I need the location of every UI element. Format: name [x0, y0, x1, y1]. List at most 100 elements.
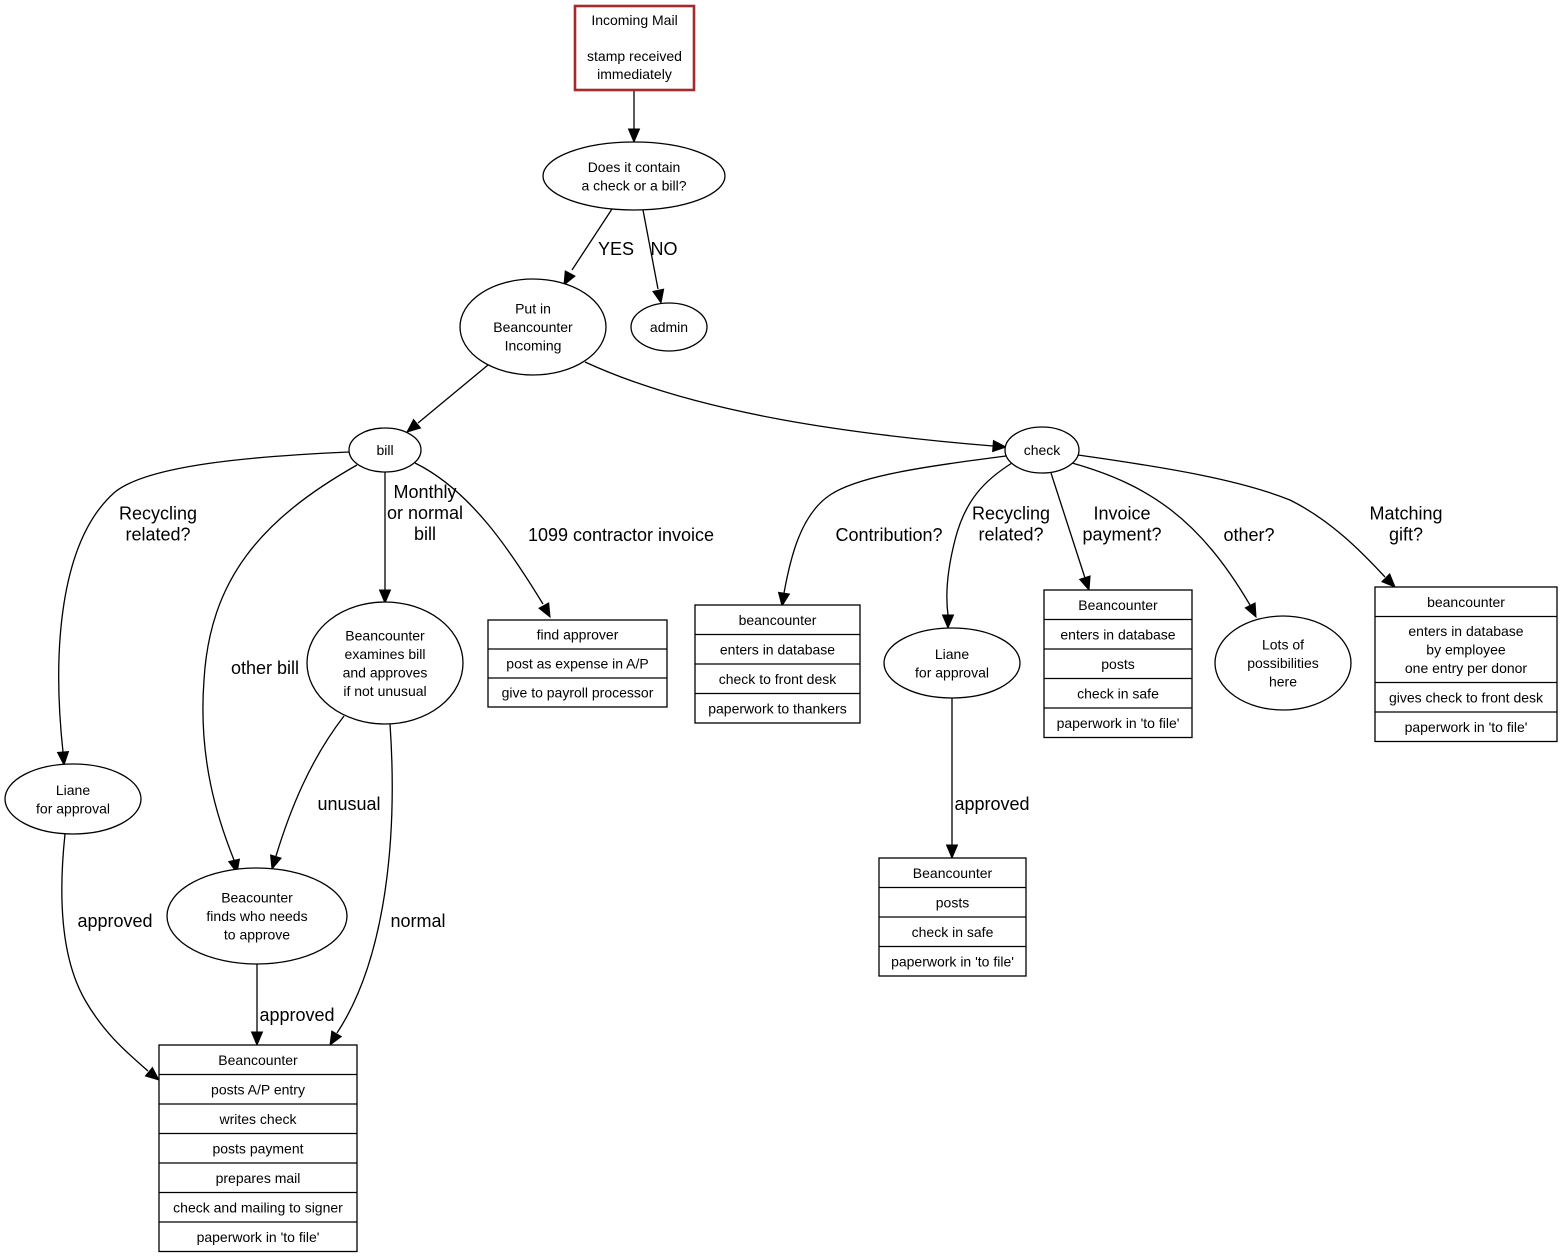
- arrowhead-icon: [1078, 575, 1091, 592]
- edge-examines-ap_record: normal: [329, 723, 446, 1047]
- edge-label: related?: [978, 525, 1043, 545]
- ellipse-node-shape: [459, 278, 607, 376]
- record-row-label: check in safe: [1077, 685, 1159, 701]
- node-examines[interactable]: Beancounter examines bill and approves if n…: [306, 601, 464, 725]
- node-liane-check[interactable]: Liane for approval: [883, 627, 1021, 699]
- ellipse-node-shape: [542, 141, 726, 211]
- node-label: examines bill: [345, 646, 426, 662]
- edge-line: [414, 462, 544, 605]
- ellipse-node-shape: [1004, 426, 1080, 474]
- edge-label: approved: [259, 1005, 334, 1025]
- edge-line: [642, 209, 659, 290]
- arrowhead-icon: [992, 439, 1008, 453]
- edge-label: approved: [954, 794, 1029, 814]
- edge-bill-finds: other bill: [202, 464, 358, 875]
- edge-label: NO: [651, 239, 678, 259]
- record-row-label: gives check to front desk: [1389, 689, 1544, 705]
- edge-line: [783, 455, 1007, 594]
- record-row-label: writes check: [218, 1111, 297, 1127]
- edge-label: Contribution?: [835, 525, 942, 545]
- node-label: if not unusual: [343, 683, 426, 699]
- edge-put_in-bill: [406, 364, 489, 433]
- record-row-label: one entry per donor: [1405, 660, 1528, 676]
- node-liane-bill[interactable]: Liane for approval: [4, 763, 142, 835]
- node-label: Liane: [935, 646, 969, 662]
- record-row-label: posts A/P entry: [211, 1081, 305, 1097]
- arrowhead-icon: [538, 602, 551, 619]
- edge-label: related?: [125, 525, 190, 545]
- edge-line: [1071, 462, 1251, 606]
- edge-label: gift?: [1389, 525, 1423, 545]
- edge-label: approved: [77, 911, 152, 931]
- edge-label: 1099 contractor invoice: [528, 525, 714, 545]
- arrowhead-icon: [1381, 573, 1396, 588]
- edge-label: other?: [1223, 525, 1274, 545]
- edge-line: [275, 715, 345, 857]
- node-label: Liane: [56, 782, 90, 798]
- edge-line: [571, 208, 613, 271]
- record-row-label: Beancounter: [1078, 597, 1158, 613]
- node-contractor[interactable]: find approver post as expense in A/P give …: [487, 619, 668, 708]
- node-label: Beacounter: [221, 890, 293, 906]
- record-row-label: prepares mail: [216, 1170, 301, 1186]
- node-label: Beancounter: [493, 319, 573, 335]
- arrowhead-icon: [941, 614, 955, 630]
- edge-line: [946, 462, 1013, 616]
- record-row-label: paperwork to thankers: [708, 700, 847, 716]
- node-label: Does it contain: [588, 159, 681, 175]
- edge-line: [417, 364, 489, 424]
- node-bill[interactable]: bill: [348, 427, 422, 473]
- node-check[interactable]: check: [1004, 426, 1080, 474]
- record-row-label: Beancounter: [218, 1052, 298, 1068]
- node-label: for approval: [36, 800, 110, 816]
- edge-contains-admin: NO: [642, 209, 678, 305]
- edge-incoming-contains: [627, 90, 641, 144]
- edge-examines-finds: unusual: [269, 715, 381, 871]
- node-label: Lots of: [1262, 637, 1304, 653]
- edge-put_in-check: [584, 361, 1008, 453]
- edge-contains-put_in: YES: [563, 208, 634, 287]
- edge-line: [336, 723, 393, 1034]
- record-row-label: posts: [1101, 656, 1134, 672]
- node-admin[interactable]: admin: [630, 302, 708, 352]
- node-label: a check or a bill?: [581, 177, 686, 193]
- node-label: admin: [650, 319, 688, 335]
- edge-label: Recycling: [972, 504, 1050, 524]
- edge-liane_check-recycle_rec: approved: [945, 698, 1030, 860]
- arrowhead-icon: [777, 591, 791, 608]
- ellipse-node-shape: [306, 601, 464, 725]
- edge-label: normal: [390, 911, 445, 931]
- record-row-label: check and mailing to signer: [173, 1199, 343, 1215]
- record-row-label: post as expense in A/P: [506, 656, 648, 672]
- edge-finds-ap_record: approved: [250, 964, 335, 1047]
- node-label: for approval: [915, 664, 989, 680]
- record-row-label: beancounter: [1427, 594, 1505, 610]
- record-row-label: give to payroll processor: [502, 685, 654, 701]
- edge-label: other bill: [231, 658, 299, 678]
- arrowhead-icon: [144, 1066, 160, 1081]
- record-row-label: find approver: [537, 627, 619, 643]
- ellipse-node-shape: [166, 867, 348, 965]
- node-label: and approves: [343, 664, 428, 680]
- edge-liane_bill-ap_record: approved: [61, 833, 160, 1081]
- node-label: Beancounter: [345, 627, 425, 643]
- arrowhead-icon: [378, 589, 392, 605]
- record-node-box: [158, 1044, 358, 1253]
- arrowhead-icon: [563, 270, 576, 287]
- node-contains[interactable]: Does it contain a check or a bill?: [542, 141, 726, 211]
- ellipse-node-shape: [348, 427, 422, 473]
- record-row-label: enters in database: [720, 641, 835, 657]
- ellipse-node-shape: [883, 627, 1021, 699]
